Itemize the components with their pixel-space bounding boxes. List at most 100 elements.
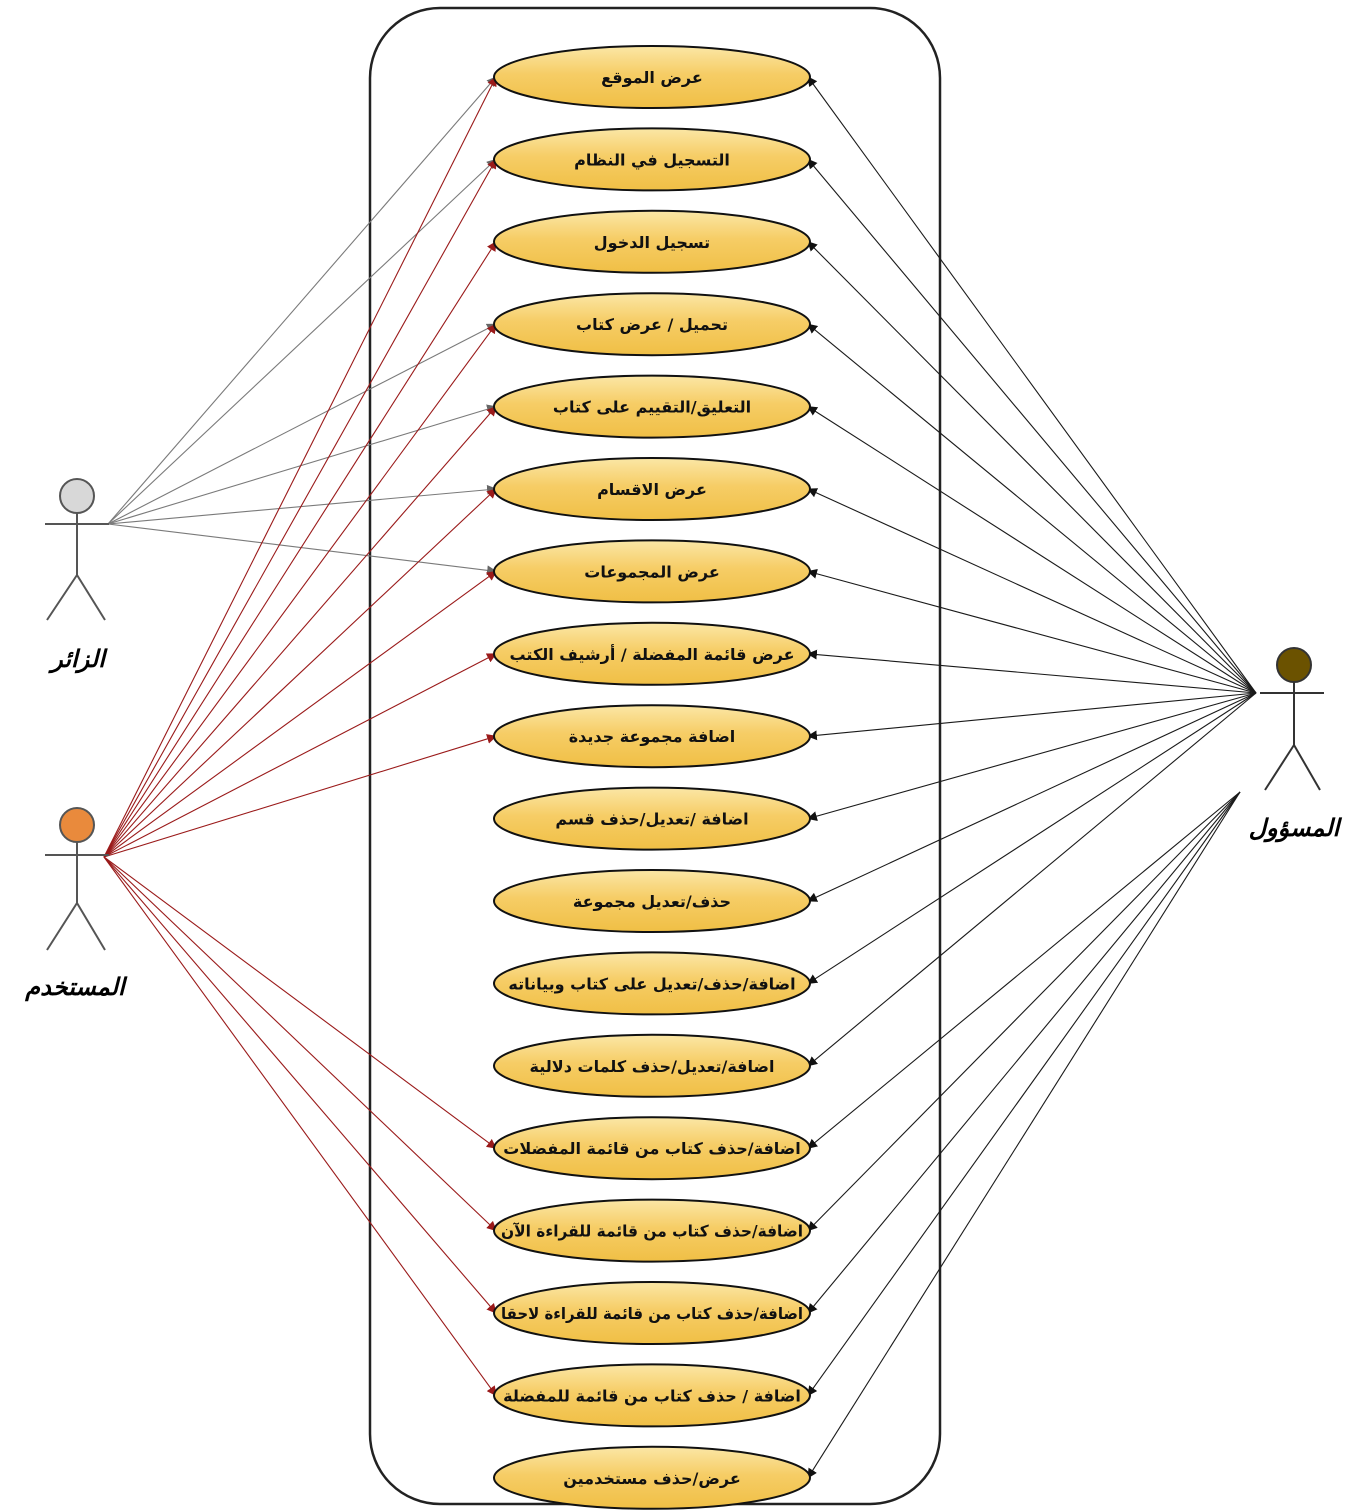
- use-case-label: تسجيل الدخول: [594, 233, 710, 252]
- use-case-3: تسجيل الدخول: [493, 209, 811, 274]
- use-case-ellipse: [493, 1116, 811, 1181]
- use-case-ellipse: [493, 374, 811, 439]
- visitor-label: الزائر: [47, 645, 108, 674]
- use-case-ellipse: [493, 457, 811, 521]
- actor-user: المستخدم: [24, 807, 128, 1002]
- association-user-7: [103, 653, 497, 858]
- use-case-6: عرض الاقسام: [493, 457, 811, 521]
- association-admin-2: [807, 241, 1257, 694]
- use-case-10: اضافة /تعديل/حذف قسم: [493, 786, 811, 851]
- use-cases: عرض الموقع التسجيل في النظام تسجيل الدخول ت…: [493, 45, 811, 1510]
- use-case-ellipse: [493, 45, 811, 109]
- association-admin-7: [807, 649, 1257, 694]
- use-case-ellipse: [493, 539, 811, 604]
- association-admin-5: [807, 488, 1257, 694]
- admin-head: [1276, 647, 1312, 683]
- association-admin-1: [807, 158, 1257, 694]
- use-case-13: اضافة/تعديل/حذف كلمات دلالية: [493, 1033, 811, 1098]
- use-case-4: تحميل / عرض كتاب: [493, 292, 811, 357]
- association-user-5: [103, 488, 497, 858]
- use-case-label: عرض الموقع: [601, 68, 703, 87]
- user-head: [59, 807, 95, 843]
- association-admin-13: [807, 791, 1241, 1149]
- use-case-15: اضافة/حذف كتاب من قائمة للقراءة الآن: [493, 1198, 811, 1263]
- use-case-ellipse: [493, 869, 811, 933]
- association-admin-6: [807, 568, 1257, 694]
- association-admin-16: [807, 791, 1241, 1397]
- use-case-18: عرض/حذف مستخدمين: [493, 1445, 811, 1510]
- association-user-14: [103, 856, 497, 1232]
- association-visitor-6: [107, 523, 497, 576]
- visitor-head: [59, 478, 95, 514]
- use-case-ellipse: [493, 786, 811, 851]
- actor-visitor: الزائر: [45, 478, 109, 674]
- use-case-8: عرض قائمة المفضلة / أرشيف الكتب: [493, 621, 811, 686]
- association-admin-14: [807, 791, 1241, 1232]
- association-admin-8: [807, 692, 1257, 741]
- admin-label: المسؤول: [1249, 814, 1343, 843]
- use-case-7: عرض المجموعات: [493, 539, 811, 604]
- association-visitor-0: [107, 76, 497, 525]
- use-case-ellipse: [493, 1363, 811, 1428]
- association-user-4: [103, 405, 497, 858]
- user-label: المستخدم: [24, 973, 128, 1002]
- association-admin-3: [807, 323, 1257, 694]
- use-case-label: عرض قائمة المفضلة / أرشيف الكتب: [509, 644, 794, 664]
- use-case-14: اضافة/حذف كتاب من قائمة المفضلات: [493, 1116, 811, 1181]
- association-admin-9: [807, 692, 1257, 821]
- use-case-16: اضافة/حذف كتاب من قائمة للقراءة لاحقا: [493, 1281, 811, 1345]
- use-case-ellipse: [493, 127, 811, 192]
- association-admin-4: [807, 406, 1257, 694]
- use-case-label: التعليق/التقييم على كتاب: [553, 398, 751, 417]
- use-case-ellipse: [493, 704, 811, 769]
- association-user-16: [103, 856, 497, 1397]
- use-case-1: عرض الموقع: [493, 45, 811, 109]
- use-case-ellipse: [493, 209, 811, 274]
- use-case-label: تحميل / عرض كتاب: [576, 315, 728, 334]
- use-case-2: التسجيل في النظام: [493, 127, 811, 192]
- association-visitor-5: [107, 484, 497, 525]
- use-case-label: اضافة/حذف كتاب من قائمة المفضلات: [503, 1139, 801, 1158]
- association-admin-0: [807, 76, 1257, 694]
- use-case-ellipse: [493, 951, 811, 1016]
- use-case-label: عرض المجموعات: [584, 562, 720, 581]
- use-case-label: اضافة / حذف كتاب من قائمة للمفضلة: [503, 1386, 801, 1405]
- use-case-ellipse: [493, 1198, 811, 1263]
- use-case-11: حذف/تعديل مجموعة: [493, 869, 811, 933]
- association-user-0: [103, 76, 497, 858]
- use-case-ellipse: [493, 1033, 811, 1098]
- association-user-3: [103, 323, 497, 858]
- use-case-ellipse: [493, 1445, 811, 1510]
- association-user-2: [103, 240, 497, 858]
- association-user-15: [103, 856, 497, 1314]
- use-case-label: اضافة/حذف كتاب من قائمة للقراءة الآن: [501, 1222, 803, 1241]
- association-admin-17: [807, 791, 1241, 1479]
- use-case-ellipse: [493, 292, 811, 357]
- use-case-label: التسجيل في النظام: [574, 150, 730, 170]
- use-case-label: عرض/حذف مستخدمين: [563, 1469, 741, 1488]
- association-user-1: [103, 158, 497, 858]
- association-user-8: [103, 734, 497, 858]
- use-case-9: اضافة مجموعة جديدة: [493, 704, 811, 769]
- use-case-label: عرض الاقسام: [597, 480, 707, 499]
- use-case-5: التعليق/التقييم على كتاب: [493, 374, 811, 439]
- use-case-label: حذف/تعديل مجموعة: [573, 892, 731, 911]
- association-user-6: [103, 570, 497, 858]
- association-visitor-3: [107, 323, 497, 525]
- actor-admin: المسؤول: [1249, 647, 1343, 843]
- association-visitor-4: [107, 404, 497, 525]
- association-user-13: [103, 856, 497, 1149]
- association-admin-12: [807, 692, 1257, 1067]
- use-case-17: اضافة / حذف كتاب من قائمة للمفضلة: [493, 1363, 811, 1428]
- association-admin-15: [807, 791, 1241, 1314]
- use-case-ellipse: [493, 1281, 811, 1345]
- use-case-label: اضافة /تعديل/حذف قسم: [555, 810, 748, 829]
- use-case-label: اضافة/حذف كتاب من قائمة للقراءة لاحقا: [501, 1304, 803, 1323]
- association-lines: [103, 76, 1257, 1479]
- association-visitor-1: [107, 158, 497, 525]
- use-case-label: اضافة مجموعة جديدة: [569, 727, 736, 746]
- use-case-label: اضافة/تعديل/حذف كلمات دلالية: [530, 1057, 775, 1076]
- use-case-label: اضافة/حذف/تعديل على كتاب وبياناته: [508, 974, 795, 993]
- use-case-12: اضافة/حذف/تعديل على كتاب وبياناته: [493, 951, 811, 1016]
